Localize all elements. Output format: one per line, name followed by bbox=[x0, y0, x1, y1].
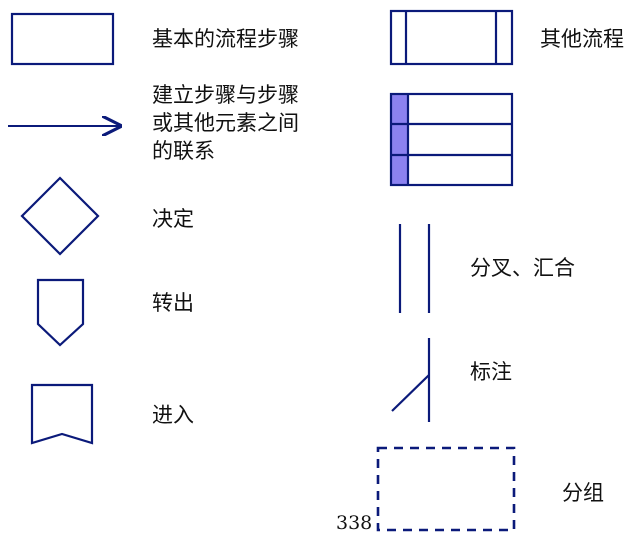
dashed-group-icon bbox=[376, 446, 516, 532]
arrow-label-line-1: 建立步骤与步骤 bbox=[152, 83, 299, 107]
diamond-label: 决定 bbox=[152, 207, 194, 231]
parallel-lines-label: 分叉、汇合 bbox=[470, 256, 575, 280]
stacked-table-icon bbox=[389, 92, 514, 187]
arrow-label-line-2: 或其他元素之间 bbox=[152, 111, 299, 135]
diamond-icon bbox=[20, 176, 100, 256]
entry-connector-label: 进入 bbox=[152, 403, 194, 427]
off-page-connector-icon bbox=[36, 278, 85, 347]
predefined-process-icon bbox=[389, 9, 514, 66]
entry-connector-icon bbox=[30, 383, 94, 445]
annotation-icon bbox=[391, 338, 431, 422]
annotation-label: 标注 bbox=[470, 360, 512, 384]
rectangle-icon bbox=[10, 12, 115, 66]
dashed-group-label: 分组 bbox=[562, 481, 604, 505]
predefined-process-label: 其他流程 bbox=[540, 27, 624, 51]
rectangle-label: 基本的流程步骤 bbox=[152, 27, 299, 51]
parallel-lines-icon bbox=[398, 224, 431, 313]
page-number: 338 bbox=[336, 512, 373, 534]
off-page-connector-label: 转出 bbox=[152, 291, 194, 315]
arrow-label-line-3: 的联系 bbox=[152, 139, 215, 163]
